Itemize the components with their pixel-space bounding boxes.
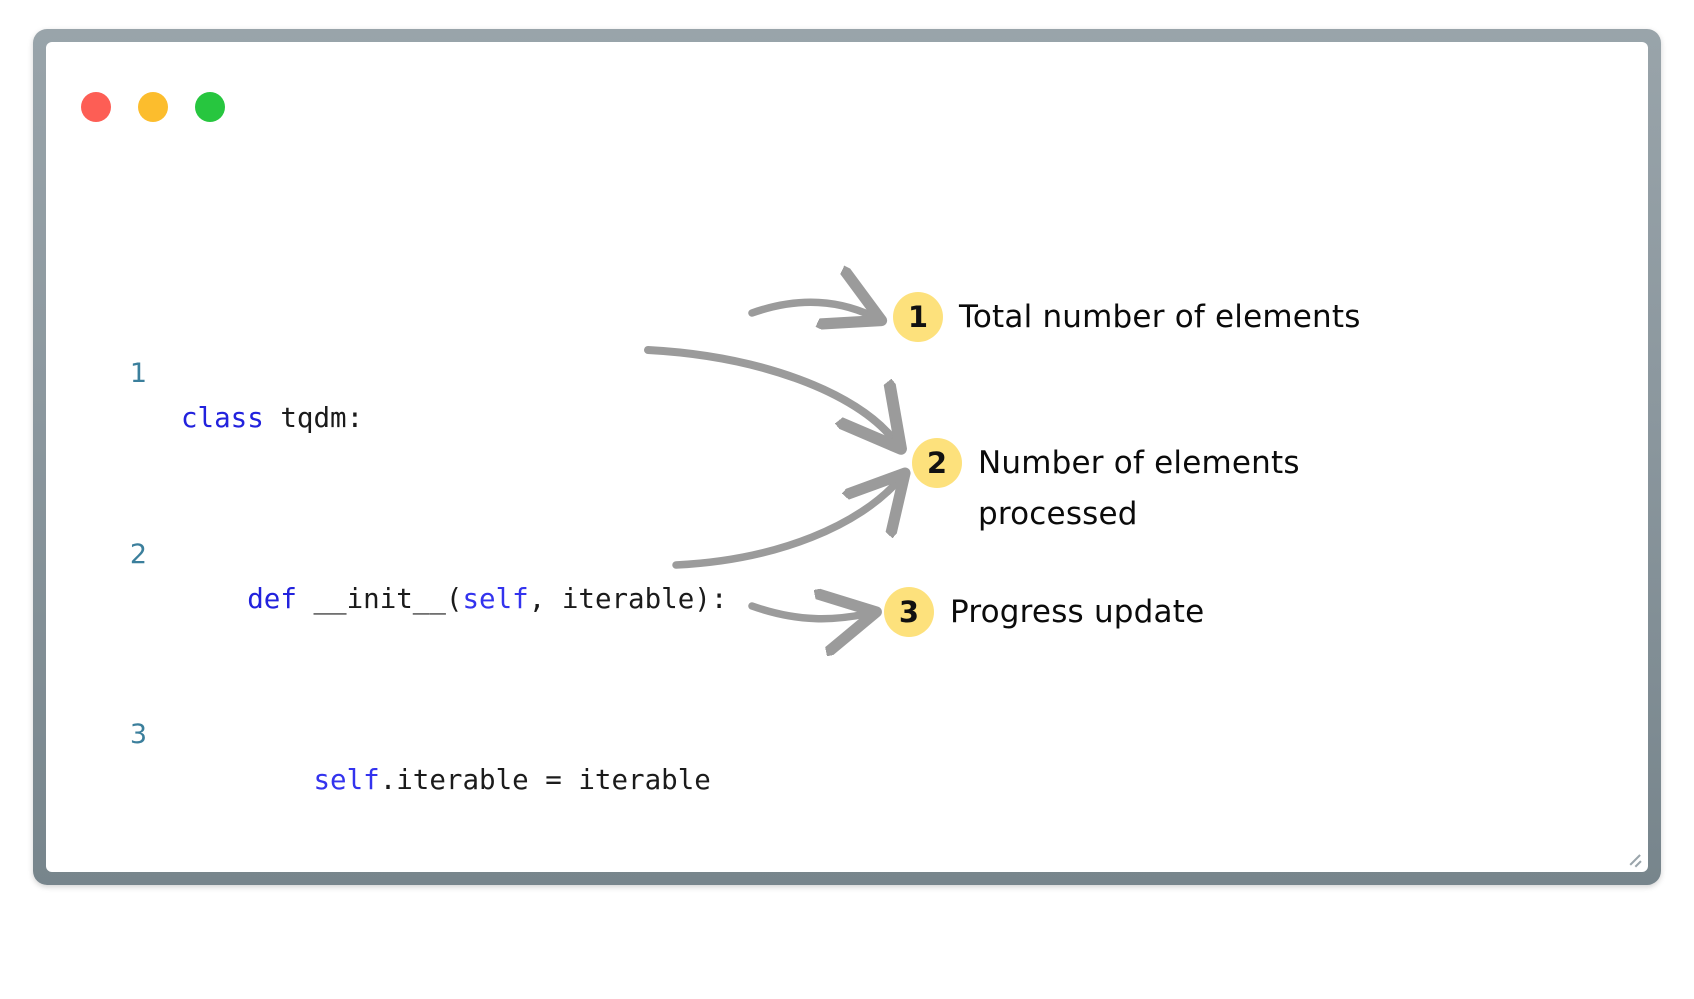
close-button[interactable] (81, 92, 111, 122)
annotation-text-1: Total number of elements (959, 299, 1361, 335)
code-line-1: 1 class tqdm: (46, 306, 1648, 434)
annotation-2: 2 Number of elements processed (912, 438, 1300, 540)
line-number: 2 (129, 538, 147, 570)
resize-handle[interactable] (1626, 850, 1642, 868)
line-number: 1 (129, 357, 147, 389)
code-text[interactable]: self.iterable = iterable (313, 763, 711, 796)
code-window-frame: 1 class tqdm: 2 def __init__(self, itera… (33, 29, 1661, 885)
annotation-badge-3: 3 (884, 587, 934, 637)
code-listing[interactable]: 1 class tqdm: 2 def __init__(self, itera… (46, 170, 1648, 872)
annotation-badge-1: 1 (893, 292, 943, 342)
minimize-button[interactable] (138, 92, 168, 122)
window-controls (81, 92, 225, 122)
maximize-button[interactable] (195, 92, 225, 122)
code-line-3: 3 self.iterable = iterable (46, 667, 1648, 795)
annotation-text-3: Progress update (950, 594, 1205, 630)
annotation-1: 1 Total number of elements (893, 292, 1361, 343)
code-text[interactable]: class tqdm: (181, 402, 364, 435)
code-window-body: 1 class tqdm: 2 def __init__(self, itera… (46, 42, 1648, 872)
code-line-4: 4 self.total = len(iterable) (46, 848, 1648, 872)
code-line-2: 2 def __init__(self, iterable): (46, 486, 1648, 615)
annotation-3: 3 Progress update (884, 587, 1204, 638)
annotation-badge-2: 2 (912, 438, 962, 488)
line-number: 3 (129, 719, 147, 751)
code-text[interactable]: def __init__(self, iterable): (247, 582, 728, 615)
annotation-text-2: Number of elements processed (978, 445, 1300, 532)
